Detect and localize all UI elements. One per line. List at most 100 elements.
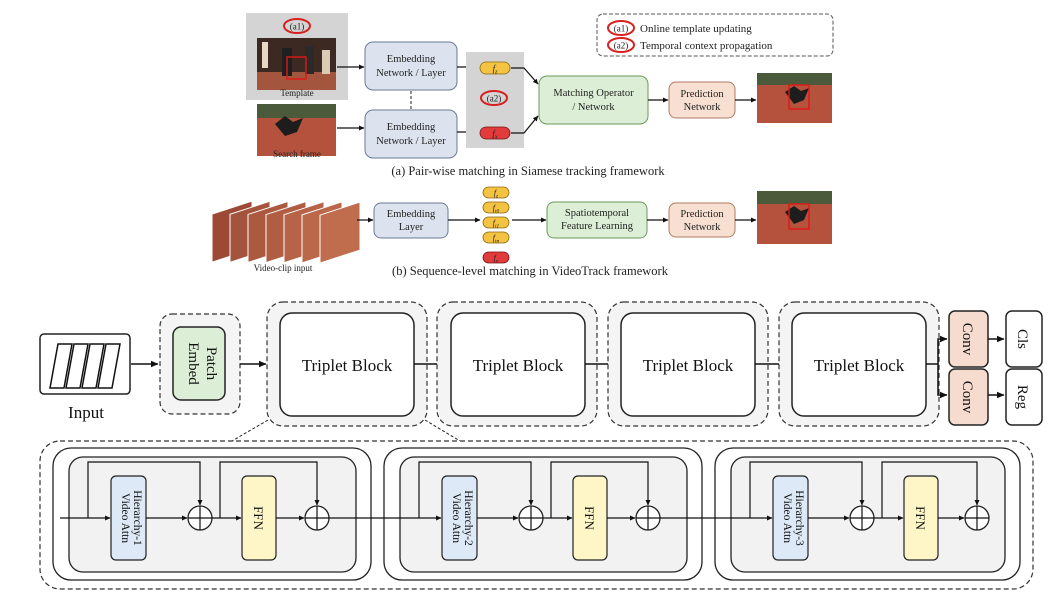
svg-text:Network: Network <box>684 102 721 113</box>
svg-text:Embed: Embed <box>185 342 201 385</box>
ffn-3: FFN <box>903 475 939 561</box>
search-frame-image <box>257 104 336 156</box>
ffn-2: FFN <box>572 475 608 561</box>
svg-text:Matching Operator: Matching Operator <box>553 88 634 99</box>
a2-cycle-icon: (a2) <box>480 90 508 106</box>
legend-a2-text: Temporal context propagation <box>640 40 773 52</box>
svg-text:Video Attn: Video Attn <box>119 493 131 543</box>
conv-cls: Conv <box>948 310 989 368</box>
feature-pill-ft1: ft1 <box>482 216 510 230</box>
patch-embed: Patch Embed <box>172 326 226 401</box>
embedding-layer-b: Embedding Layer <box>373 202 449 239</box>
prediction-network-b: Prediction Network <box>668 202 736 238</box>
hierarchy-2-video-attn: Hierarchy-2 Video Attn <box>441 475 478 561</box>
svg-text:Prediction: Prediction <box>680 209 724 220</box>
a1-cycle-icon: (a1) <box>283 18 311 34</box>
svg-text:fx: fx <box>494 254 499 265</box>
input-icon <box>39 333 131 395</box>
svg-text:(a2): (a2) <box>614 41 629 51</box>
conv-reg: Conv <box>948 368 989 426</box>
svg-text:Prediction: Prediction <box>680 89 724 100</box>
svg-text:Network: Network <box>684 222 721 233</box>
feature-fz: fz <box>479 61 511 76</box>
feature-pill-fz: fz <box>482 186 510 200</box>
ffn-1: FFN <box>241 475 277 561</box>
part-c-architecture: Input Patch Embed Triplet Block Triplet … <box>39 301 1043 590</box>
svg-text:Video Attn: Video Attn <box>450 493 462 543</box>
video-clip-frames <box>211 200 361 264</box>
svg-text:Feature Learning: Feature Learning <box>561 221 634 232</box>
svg-text:Triplet Block: Triplet Block <box>643 356 734 375</box>
sub-block-1: Hierarchy-1 Video Attn FFN <box>52 447 372 581</box>
spatiotemporal-feature-learning: Spatiotemporal Feature Learning <box>546 201 648 239</box>
svg-text:Cls: Cls <box>1014 329 1030 349</box>
legend-a1-text: Online template updating <box>640 23 752 35</box>
svg-text:FFN: FFN <box>251 506 266 530</box>
triplet-block-2: Triplet Block <box>450 312 586 417</box>
svg-text:FFN: FFN <box>582 506 597 530</box>
svg-text:Network / Layer: Network / Layer <box>376 68 446 79</box>
reg-head: Reg <box>1005 368 1043 426</box>
svg-text:Video Attn: Video Attn <box>781 493 793 543</box>
svg-text:ft1: ft1 <box>493 219 500 230</box>
svg-text:Spatiotemporal: Spatiotemporal <box>565 208 629 219</box>
svg-text:ft0: ft0 <box>493 204 500 215</box>
svg-text:Layer: Layer <box>399 222 424 233</box>
search-frame-label: Search frame <box>273 149 321 159</box>
caption-b: (b) Sequence-level matching in VideoTrac… <box>392 264 669 278</box>
svg-text:Triplet Block: Triplet Block <box>814 356 905 375</box>
legend-a2-icon <box>607 37 635 53</box>
svg-text:Hierarchy-3: Hierarchy-3 <box>793 490 805 546</box>
result-image-a <box>757 73 832 123</box>
triplet-block-1: Triplet Block <box>279 312 415 417</box>
svg-text:(a1): (a1) <box>290 22 305 32</box>
svg-text:(a2): (a2) <box>487 94 502 104</box>
cls-head: Cls <box>1005 310 1043 368</box>
legend-a1-icon <box>607 20 635 36</box>
svg-text:Embedding: Embedding <box>387 209 436 220</box>
svg-text:fz: fz <box>494 189 499 200</box>
svg-text:Hierarchy-1: Hierarchy-1 <box>131 490 143 546</box>
embedding-network-bottom: Embedding Network / Layer <box>364 109 458 159</box>
triplet-block-4: Triplet Block <box>791 312 927 417</box>
hierarchy-1-video-attn: Hierarchy-1 Video Attn <box>110 475 147 561</box>
video-clip-label: Video-clip input <box>254 263 313 273</box>
feature-fx: fx <box>479 126 511 141</box>
template-image <box>257 38 336 90</box>
sub-block-3: Hierarchy-3 Video Attn FFN <box>714 447 1021 581</box>
svg-text:Triplet Block: Triplet Block <box>473 356 564 375</box>
part-b-videotrack: Video-clip input Embedding Layer fz ft0 … <box>211 186 832 278</box>
svg-text:Network / Layer: Network / Layer <box>376 136 446 147</box>
svg-text:(a1): (a1) <box>614 24 629 34</box>
triplet-block-3: Triplet Block <box>620 312 756 417</box>
hierarchy-3-video-attn: Hierarchy-3 Video Attn <box>772 475 809 561</box>
svg-text:Patch: Patch <box>203 347 219 381</box>
svg-text:fz: fz <box>493 64 499 76</box>
svg-text:/ Network: / Network <box>572 102 615 113</box>
template-label: Template <box>280 88 313 98</box>
svg-text:Conv: Conv <box>959 323 975 356</box>
sub-block-2: Hierarchy-2 Video Attn FFN <box>383 447 703 581</box>
feature-pill-ft0: ft0 <box>482 201 510 215</box>
caption-a: (a) Pair-wise matching in Siamese tracki… <box>391 164 665 178</box>
svg-text:Embedding: Embedding <box>387 54 436 65</box>
result-image-b <box>757 191 832 244</box>
svg-text:Triplet Block: Triplet Block <box>302 356 393 375</box>
feature-stack: fz ft0 ft1 ftn fx <box>482 186 510 265</box>
matching-operator: Matching Operator / Network <box>538 75 649 125</box>
embedding-network-top: Embedding Network / Layer <box>364 41 458 91</box>
feature-pill-fx: fx <box>482 251 510 265</box>
svg-text:Reg: Reg <box>1014 385 1030 410</box>
svg-text:fx: fx <box>492 129 498 141</box>
svg-text:FFN: FFN <box>913 506 928 530</box>
part-a-siamese: Template (a1) Search frame Embedding Net… <box>246 13 834 178</box>
svg-text:Hierarchy-2: Hierarchy-2 <box>462 490 474 546</box>
svg-text:Conv: Conv <box>959 381 975 414</box>
feature-pill-ftn: ftn <box>482 231 510 245</box>
input-label: Input <box>68 403 104 422</box>
svg-text:Embedding: Embedding <box>387 122 436 133</box>
legend-box: (a1) Online template updating (a2) Tempo… <box>596 13 834 57</box>
svg-text:ftn: ftn <box>493 234 500 245</box>
prediction-network-a: Prediction Network <box>668 81 736 119</box>
